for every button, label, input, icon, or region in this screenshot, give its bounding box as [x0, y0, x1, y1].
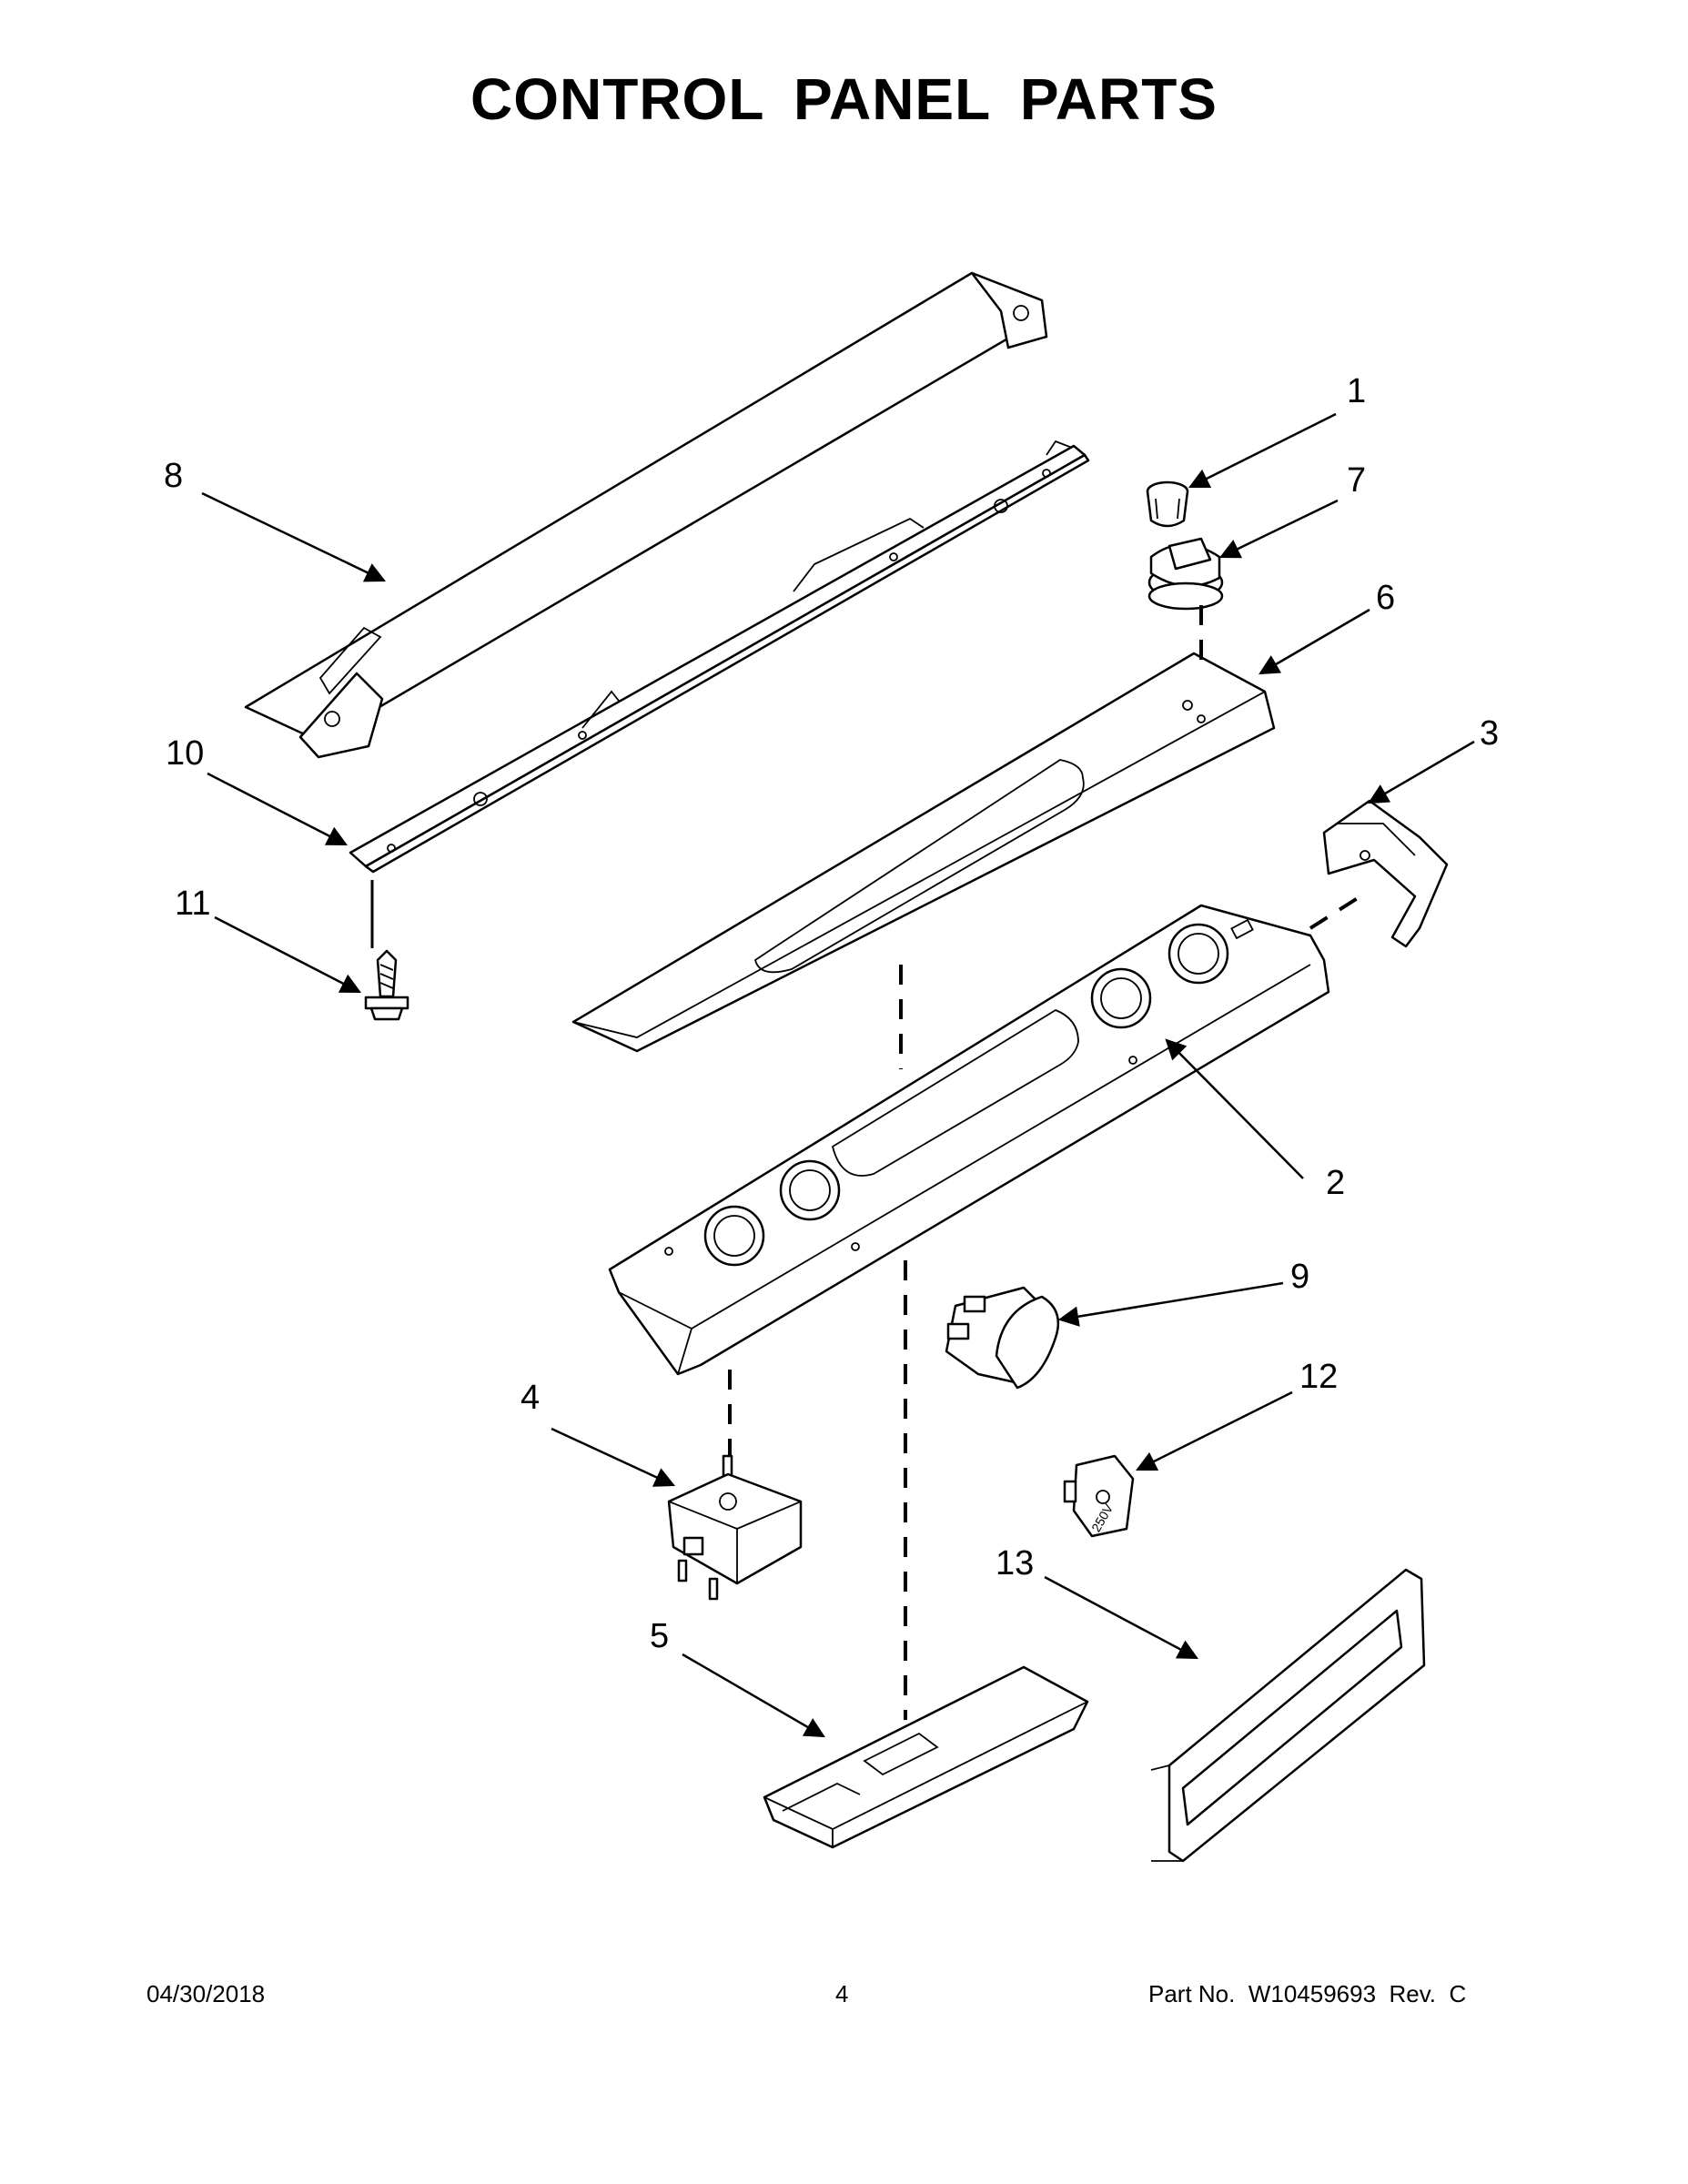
callout-5: 5 [650, 1617, 669, 1655]
part-2-console [608, 904, 1330, 1376]
part-7-knob [1147, 537, 1224, 611]
part-1-cap [1146, 480, 1189, 528]
part-9-switch [945, 1286, 1060, 1390]
part-4-selector-switch [667, 1454, 803, 1601]
footer-part-number: Part No. W10459693 Rev. C [1148, 1980, 1467, 2007]
part-11-screw [364, 949, 409, 1021]
callout-10: 10 [166, 734, 204, 773]
footer-page-number: 4 [835, 1980, 849, 2007]
callout-13: 13 [996, 1544, 1034, 1582]
assembly-lines [370, 605, 1362, 1720]
callout-11: 11 [175, 885, 210, 923]
callout-3: 3 [1480, 714, 1499, 753]
callout-6: 6 [1376, 579, 1395, 617]
callout-2: 2 [1326, 1164, 1345, 1202]
callout-labels: 1 2 3 4 5 6 7 8 9 10 12 11 13 [164, 372, 1499, 1655]
part-8-trim [244, 271, 1048, 759]
part-13-frame [1150, 1568, 1426, 1863]
part-6-panel [571, 652, 1276, 1053]
part-5-control-board [763, 1665, 1089, 1849]
callout-12: 12 [1299, 1358, 1338, 1396]
console-dials [703, 923, 1229, 1267]
page-title: CONTROL PANEL PARTS [470, 66, 1218, 132]
callout-7: 7 [1347, 461, 1366, 500]
leader-arrows [201, 412, 1475, 1738]
part-12-switch: 250V [1063, 1454, 1135, 1538]
callout-9: 9 [1290, 1258, 1309, 1296]
part-3-bracket [1322, 799, 1449, 948]
footer-date: 04/30/2018 [147, 1980, 266, 2007]
callout-4: 4 [521, 1379, 540, 1417]
part-10-rail [349, 440, 1090, 874]
callout-1: 1 [1347, 372, 1366, 410]
callout-8: 8 [164, 457, 183, 495]
